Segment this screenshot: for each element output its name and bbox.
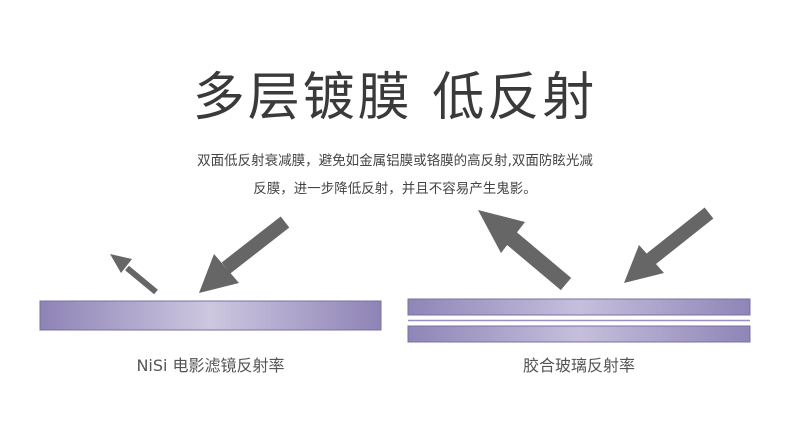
incident-ray-arrow-icon <box>199 216 290 293</box>
reflected-ray-small-arrow-icon <box>110 254 158 295</box>
page-title: 多层镀膜 低反射 <box>192 68 598 128</box>
incident-ray-arrow-icon <box>624 207 714 283</box>
description-line-1: 双面低反射衰减膜，避免如金属铝膜或铬膜的高反射,双面防眩光减 <box>197 153 593 169</box>
filter-glass-plate <box>39 300 382 331</box>
right-panel-caption: 胶合玻璃反射率 <box>522 356 635 375</box>
description-line-2: 反膜，进一步降低反射，并且不容易产生鬼影。 <box>253 181 537 197</box>
left-panel <box>39 216 382 331</box>
laminated-glass-bottom-plate <box>407 325 751 343</box>
right-panel <box>407 207 751 343</box>
reflected-ray-large-arrow-icon <box>478 210 572 291</box>
laminated-glass-top-plate <box>407 298 751 316</box>
left-panel-caption: NiSi 电影滤镜反射率 <box>136 356 285 375</box>
